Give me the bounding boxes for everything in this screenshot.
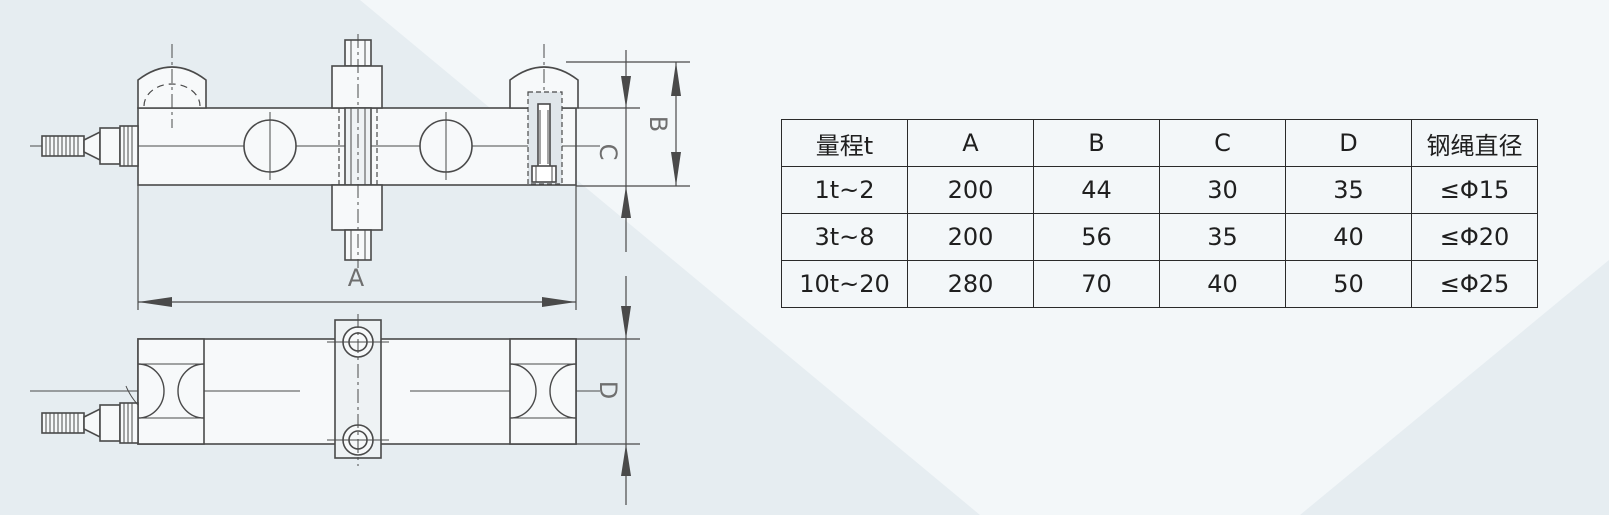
cell-b: 56 bbox=[1033, 213, 1160, 261]
header-c: C bbox=[1159, 119, 1286, 167]
header-rope-diameter: 钢绳直径 bbox=[1411, 119, 1538, 167]
cell-c: 40 bbox=[1159, 260, 1286, 308]
technical-drawing: A B C bbox=[30, 34, 690, 505]
dimension-lines-side bbox=[137, 50, 690, 310]
top-right-end-block bbox=[509, 338, 577, 445]
side-view bbox=[30, 34, 600, 268]
cell-capacity: 10t~20 bbox=[781, 260, 908, 308]
cell-rope-diameter: ≤Φ25 bbox=[1411, 260, 1538, 308]
header-capacity: 量程t bbox=[781, 119, 908, 167]
cell-b: 70 bbox=[1033, 260, 1160, 308]
clamp-bolt bbox=[331, 34, 383, 268]
side-cable-connector bbox=[41, 125, 139, 167]
cell-d: 35 bbox=[1285, 166, 1412, 214]
dimension-label-b: B bbox=[644, 116, 672, 132]
top-cable-connector bbox=[41, 385, 139, 444]
dimension-label-a: A bbox=[348, 264, 365, 292]
top-view bbox=[30, 314, 600, 466]
side-hole-right bbox=[419, 112, 473, 180]
cell-rope-diameter: ≤Φ20 bbox=[1411, 213, 1538, 261]
header-d: D bbox=[1285, 119, 1412, 167]
dimension-lines-top bbox=[576, 276, 640, 505]
cell-d: 40 bbox=[1285, 213, 1412, 261]
header-a: A bbox=[907, 119, 1034, 167]
cell-b: 44 bbox=[1033, 166, 1160, 214]
cell-a: 200 bbox=[907, 166, 1034, 214]
cell-capacity: 1t~2 bbox=[781, 166, 908, 214]
dimension-label-c: C bbox=[594, 144, 622, 161]
top-clamp-plate bbox=[327, 314, 389, 466]
top-left-end-block bbox=[137, 338, 205, 445]
cell-capacity: 3t~8 bbox=[781, 213, 908, 261]
side-hole-left bbox=[243, 112, 297, 180]
spec-table: 量程t A B C D 钢绳直径 1t~2 200 44 30 35 ≤Φ15 … bbox=[781, 119, 1538, 308]
table-row: 10t~20 280 70 40 50 ≤Φ25 bbox=[781, 260, 1538, 308]
table-row: 3t~8 200 56 35 40 ≤Φ20 bbox=[781, 213, 1538, 261]
cell-a: 280 bbox=[907, 260, 1034, 308]
cell-c: 35 bbox=[1159, 213, 1286, 261]
table-header-row: 量程t A B C D 钢绳直径 bbox=[781, 119, 1538, 167]
cell-d: 50 bbox=[1285, 260, 1412, 308]
right-saddle bbox=[509, 44, 579, 185]
cell-rope-diameter: ≤Φ15 bbox=[1411, 166, 1538, 214]
cell-c: 30 bbox=[1159, 166, 1286, 214]
header-b: B bbox=[1033, 119, 1160, 167]
cell-a: 200 bbox=[907, 213, 1034, 261]
table-row: 1t~2 200 44 30 35 ≤Φ15 bbox=[781, 166, 1538, 214]
left-saddle bbox=[137, 44, 207, 128]
dimension-label-d: D bbox=[594, 381, 622, 399]
